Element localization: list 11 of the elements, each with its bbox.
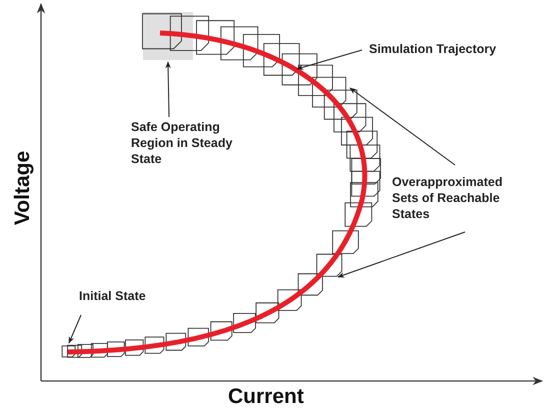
leader-arrow	[349, 88, 456, 166]
axis-label: Voltage	[11, 150, 36, 226]
annotation-text: Overapproximated Sets of Reachable States	[392, 174, 518, 222]
leader-arrow	[337, 232, 466, 278]
leader-arrow	[165, 61, 171, 118]
leader-arrow	[68, 314, 82, 344]
annotation-text: Safe Operating Region in Steady State	[131, 119, 263, 167]
annotation-text: Simulation Trajectory	[369, 41, 541, 57]
leader-arrow	[296, 50, 362, 70]
axis-label: Current	[228, 385, 304, 409]
annotation-text: Initial State	[79, 288, 179, 304]
